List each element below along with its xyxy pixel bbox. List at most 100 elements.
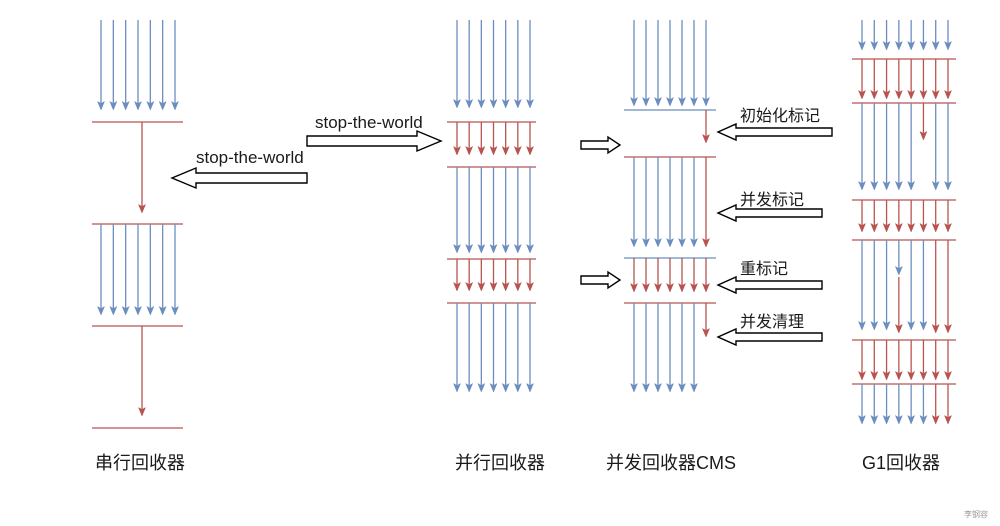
g1-gc-thread-arrow xyxy=(857,340,867,381)
g1-gc-thread-arrow xyxy=(894,277,903,334)
serial-app-thread-arrow-head xyxy=(121,100,130,111)
g1-gc-thread-arrow xyxy=(943,340,953,381)
parallel-app-thread-arrow xyxy=(465,20,474,109)
parallel-gc-thread-arrow xyxy=(465,259,474,292)
cms-app-thread-arrow xyxy=(629,157,639,248)
parallel-gc-thread-arrow-head xyxy=(525,145,535,156)
parallel-gc-thread-arrow xyxy=(452,259,462,292)
g1-gc-thread-arrow-head xyxy=(943,323,953,334)
parallel-app-thread-arrow-head xyxy=(501,98,510,109)
cms-app-thread-arrow xyxy=(629,303,639,393)
g1-gc-thread-arrow xyxy=(943,384,953,425)
g1-gc-thread-arrow xyxy=(882,340,891,381)
g1-app-thread-arrow-head xyxy=(907,40,916,51)
parallel-gc-thread-arrow-head xyxy=(489,145,498,156)
cms-collector-threads xyxy=(580,20,833,393)
g1-app-thread-arrow xyxy=(919,384,928,425)
cms-app-thread-arrow xyxy=(677,157,687,248)
parallel-app-thread-arrow xyxy=(465,167,474,254)
g1-app-thread-arrow xyxy=(931,103,940,191)
concurrent-mark-pointer-arrow xyxy=(716,203,823,223)
parallel-gc-thread-arrow-head xyxy=(465,145,474,156)
serial-app-thread-arrow-head xyxy=(133,305,143,316)
g1-app-thread-arrow-head xyxy=(870,320,879,331)
cms-app-thread-arrow xyxy=(665,20,675,107)
parallel-app-thread-arrow xyxy=(513,303,522,393)
cms-initial-mark-gc-arrow-head xyxy=(701,133,711,144)
parallel-app-thread-arrow-head xyxy=(525,243,535,254)
g1-gc-thread-arrow-head xyxy=(919,370,928,381)
g1-app-thread-arrow xyxy=(857,103,867,191)
g1-app-thread-arrow-head xyxy=(882,40,891,51)
g1-gc-thread-arrow xyxy=(894,59,903,100)
remark-pointer-arrow xyxy=(716,275,823,295)
g1-app-thread-arrow xyxy=(882,240,891,331)
cms-concurrent-mark-gc-arrow xyxy=(701,157,711,248)
parallel-app-thread-arrow xyxy=(452,20,462,109)
serial-gc-thread-arrow-head xyxy=(137,406,147,417)
cms-pause-arrow-initial-mark xyxy=(580,135,622,155)
g1-gc-thread-arrow-head xyxy=(907,370,916,381)
g1-gc-thread-arrow-head xyxy=(907,222,916,233)
g1-gc-thread-arrow-head xyxy=(882,222,891,233)
g1-app-thread-arrow-head xyxy=(943,180,953,191)
stop-the-world-label-serial: stop-the-world xyxy=(196,148,304,167)
g1-gc-thread-arrow-head xyxy=(894,89,903,100)
parallel-gc-thread-arrow-head xyxy=(489,281,498,292)
serial-app-thread-arrow xyxy=(146,224,155,316)
parallel-gc-thread-arrow-head xyxy=(452,145,462,156)
stop-the-world-arrow-left xyxy=(170,166,308,190)
g1-app-thread-arrow-head xyxy=(919,40,928,51)
cms-collector-title: 并发回收器CMS xyxy=(606,453,736,473)
cms-phase-concurrent-sweep: 并发清理 xyxy=(740,313,804,331)
g1-gc-thread-arrow xyxy=(919,200,928,233)
g1-app-thread-arrow-head xyxy=(857,180,867,191)
g1-app-thread-arrow-head xyxy=(919,320,928,331)
serial-app-thread-arrow xyxy=(170,20,180,111)
cms-phase-initial-mark: 初始化标记 xyxy=(740,107,820,125)
parallel-gc-thread-arrow-head xyxy=(477,281,486,292)
parallel-app-thread-arrow-head xyxy=(489,243,498,254)
cms-app-thread-arrow-head xyxy=(653,382,663,393)
g1-gc-thread-arrow xyxy=(931,59,940,100)
cms-app-thread-arrow-head xyxy=(665,382,675,393)
parallel-app-thread-arrow xyxy=(525,303,535,393)
serial-app-thread-arrow-head xyxy=(109,100,118,111)
parallel-collector-threads xyxy=(447,20,536,393)
parallel-gc-thread-arrow xyxy=(525,122,535,156)
parallel-app-thread-arrow xyxy=(501,167,510,254)
serial-gc-thread-arrow xyxy=(137,122,147,214)
g1-gc-thread-arrow xyxy=(931,200,940,233)
g1-app-thread-arrow xyxy=(907,384,916,425)
g1-app-thread-arrow-head xyxy=(931,180,940,191)
g1-app-thread-arrow-head xyxy=(857,40,867,51)
parallel-gc-thread-arrow xyxy=(513,259,522,292)
cms-pause-arrow-remark xyxy=(580,270,622,290)
parallel-gc-thread-arrow-head xyxy=(465,281,474,292)
serial-app-thread-arrow xyxy=(133,20,143,111)
parallel-gc-thread-arrow-head xyxy=(513,281,522,292)
serial-app-thread-arrow xyxy=(96,224,106,316)
g1-app-thread-arrow xyxy=(870,103,879,191)
g1-gc-thread-arrow xyxy=(870,340,879,381)
serial-app-thread-arrow-head xyxy=(146,100,155,111)
parallel-app-thread-arrow xyxy=(525,20,535,109)
cms-app-thread-arrow-head xyxy=(665,96,675,107)
g1-gc-thread-arrow-head xyxy=(857,370,867,381)
parallel-gc-thread-arrow-head xyxy=(501,281,510,292)
parallel-app-thread-arrow-head xyxy=(477,243,486,254)
g1-gc-thread-arrow xyxy=(919,59,928,100)
g1-gc-thread-arrow xyxy=(894,200,903,233)
parallel-app-thread-arrow-head xyxy=(489,98,498,109)
serial-app-thread-arrow-head xyxy=(158,305,167,316)
serial-app-thread-arrow xyxy=(109,224,118,316)
parallel-gc-thread-arrow-head xyxy=(513,145,522,156)
g1-gc-thread-arrow xyxy=(907,59,916,100)
cms-app-thread-arrow xyxy=(677,20,687,107)
serial-app-thread-arrow xyxy=(158,20,167,111)
g1-gc-thread-arrow xyxy=(870,59,879,100)
cms-remark-gc-arrow-head xyxy=(665,282,675,293)
parallel-app-thread-arrow-head xyxy=(525,382,535,393)
g1-gc-thread-arrow-head xyxy=(931,370,940,381)
parallel-gc-thread-arrow xyxy=(501,259,510,292)
